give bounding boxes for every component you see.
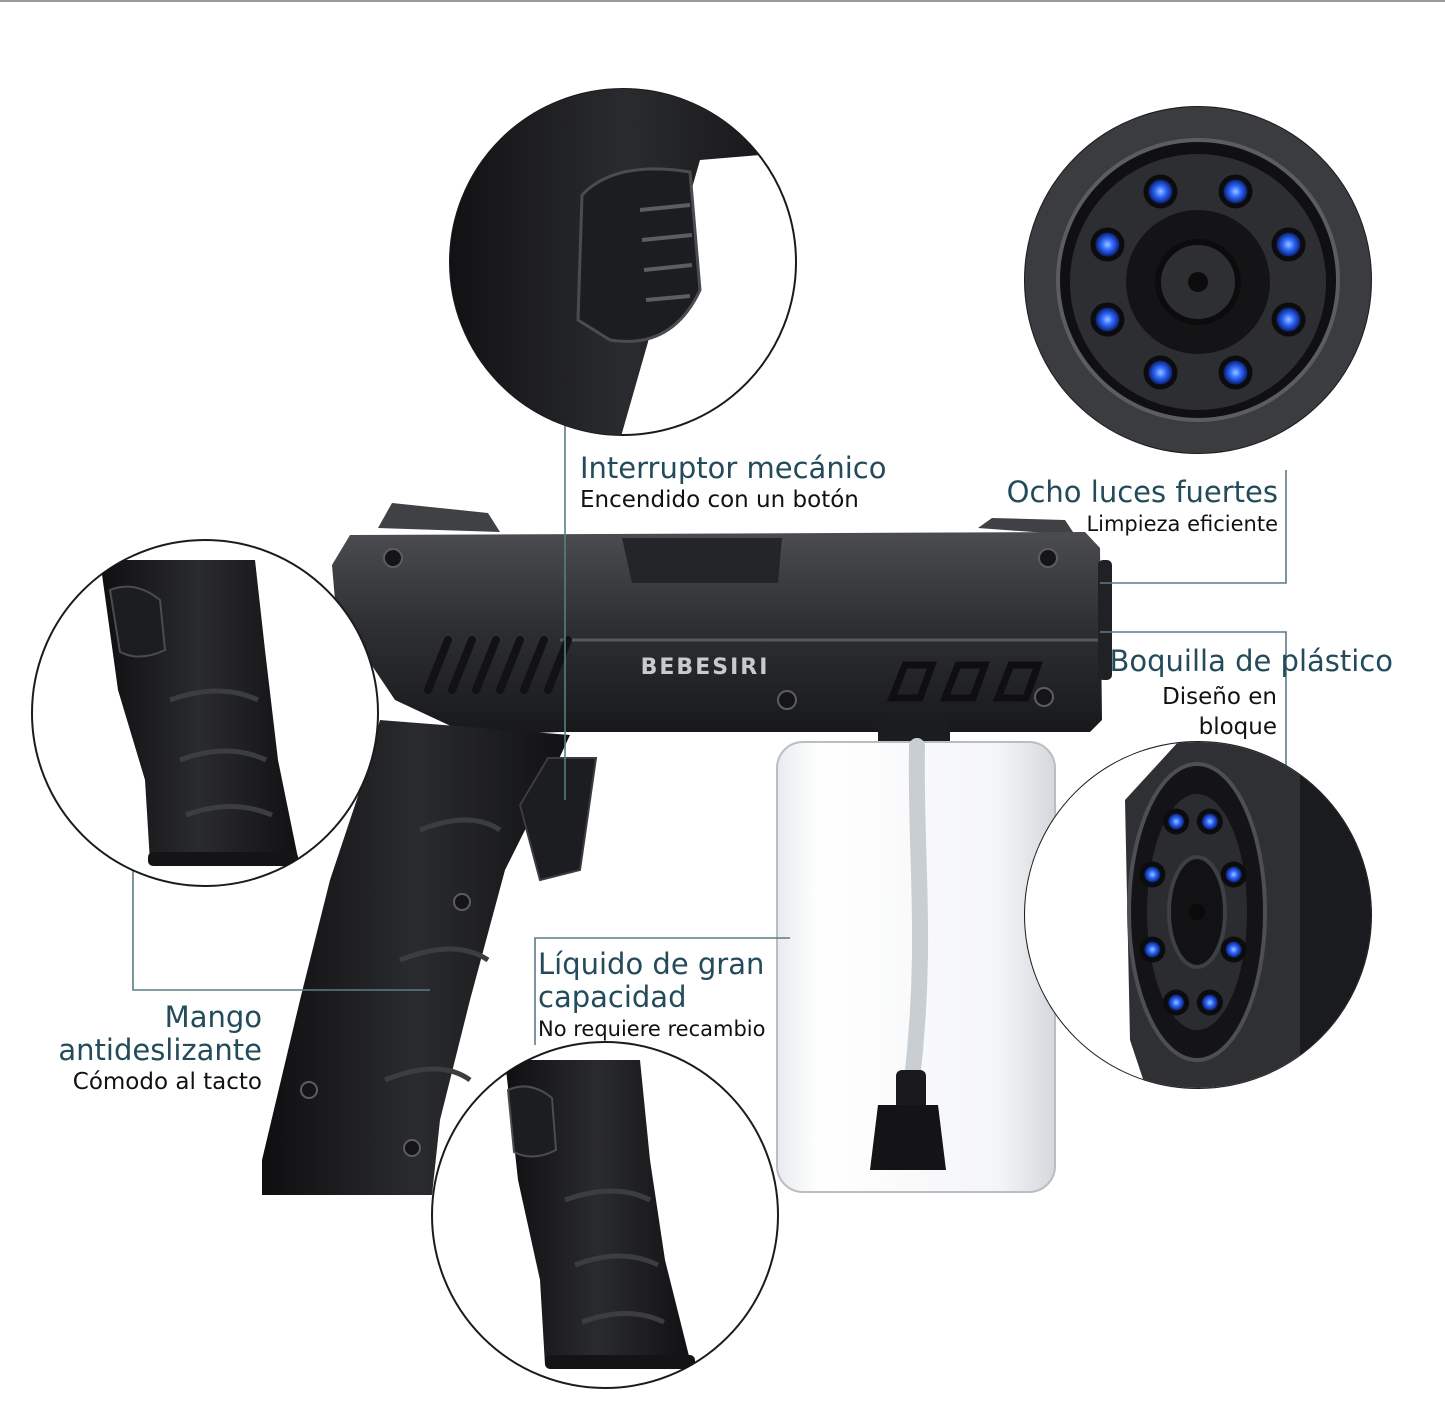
led-light: [1223, 360, 1248, 385]
callout-capacity-subtitle: No requiere recambio: [538, 1017, 766, 1041]
callout-switch-subtitle: Encendido con un botón: [580, 487, 859, 513]
callout-capacity: Líquido de gran capacidad No requiere re…: [538, 948, 765, 1044]
callout-lights-subtitle: Limpieza eficiente: [1086, 512, 1278, 536]
callout-grip-subtitle: Cómodo al tacto: [72, 1069, 262, 1095]
led-light: [1144, 941, 1161, 958]
led-light: [1201, 994, 1218, 1011]
callout-nozzle-subtitle-1: Diseño en: [1162, 684, 1277, 710]
led-light: [1276, 232, 1301, 257]
led-light: [1148, 360, 1173, 385]
callout-grip: Mango antideslizante Cómodo al tacto: [58, 1001, 262, 1097]
callout-nozzle-desc: Diseño en bloque: [1162, 682, 1277, 742]
led-light: [1201, 813, 1218, 830]
led-light: [1095, 232, 1120, 257]
zoom-circle-switch: [449, 88, 797, 436]
zoom-circle-capacity: [431, 1041, 779, 1389]
callout-lights: Ocho luces fuertes Limpieza eficiente: [1007, 476, 1278, 539]
brand-label: BEBESIRI: [641, 655, 770, 680]
callout-capacity-title-1: Líquido de gran: [538, 947, 765, 981]
callout-capacity-title-2: capacidad: [538, 980, 687, 1014]
led-light: [1148, 179, 1173, 204]
led-light: [1276, 307, 1301, 332]
callout-lights-title: Ocho luces fuertes: [1006, 475, 1278, 509]
callout-switch: Interruptor mecánico Encendido con un bo…: [580, 452, 886, 515]
callout-switch-title: Interruptor mecánico: [580, 451, 887, 485]
callout-nozzle-subtitle-2: bloque: [1198, 714, 1277, 740]
callout-nozzle: Boquilla de plástico: [1109, 645, 1393, 678]
zoom-circle-lights: [1024, 106, 1372, 454]
led-light: [1223, 179, 1248, 204]
led-ring-side: [1139, 808, 1247, 1016]
led-light: [1144, 866, 1161, 883]
led-light: [1095, 307, 1120, 332]
led-light: [1225, 866, 1242, 883]
callout-leader-lines: [132, 425, 1287, 1045]
led-light: [1168, 994, 1185, 1011]
callout-grip-title-2: antideslizante: [58, 1033, 262, 1067]
callout-nozzle-title: Boquilla de plástico: [1109, 644, 1393, 678]
led-ring-face: [1090, 174, 1306, 390]
sprayer-body: BEBESIRI: [262, 503, 1112, 1195]
zoom-circle-grip: [31, 539, 379, 887]
callout-grip-title-1: Mango: [164, 1000, 262, 1034]
led-light: [1225, 941, 1242, 958]
led-light: [1168, 813, 1185, 830]
zoom-circle-nozzle: [1024, 741, 1372, 1089]
